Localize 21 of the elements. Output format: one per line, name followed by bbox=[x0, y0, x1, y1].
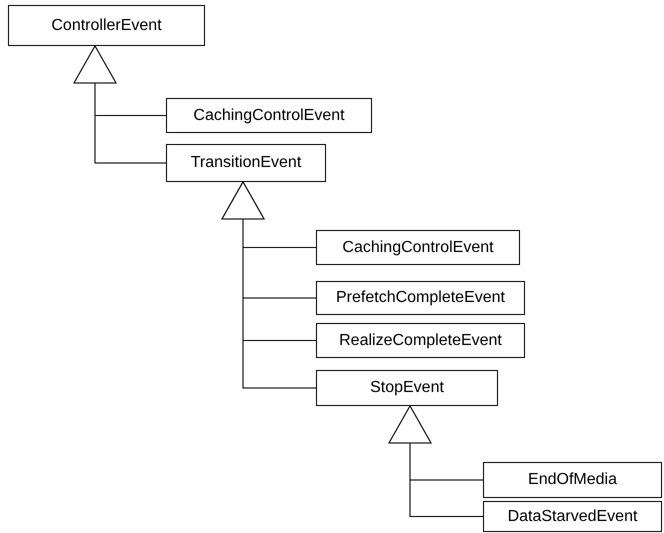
inheritance-arrow bbox=[222, 182, 316, 388]
class-box bbox=[483, 501, 662, 532]
class-box bbox=[166, 144, 326, 182]
inheritance-arrow bbox=[74, 46, 166, 164]
class-box bbox=[483, 462, 662, 498]
class-box bbox=[316, 281, 525, 315]
class-box bbox=[166, 98, 372, 133]
inheritance-arrow bbox=[388, 406, 484, 517]
class-box bbox=[8, 5, 205, 46]
class-name: StopEvent bbox=[370, 379, 444, 397]
class-name: PrefetchCompleteEvent bbox=[336, 289, 505, 307]
class-box bbox=[316, 230, 520, 265]
class-name: TransitionEvent bbox=[190, 154, 302, 172]
class-name: EndOfMedia bbox=[528, 471, 617, 489]
class-name: RealizeCompleteEvent bbox=[339, 332, 502, 350]
class-name: CachingControlEvent bbox=[342, 238, 494, 256]
class-box bbox=[316, 370, 498, 406]
class-name: CachingControlEvent bbox=[193, 106, 345, 124]
class-box bbox=[316, 323, 525, 358]
class-name: ControllerEvent bbox=[51, 16, 162, 34]
class-name: DataStarvedEvent bbox=[508, 508, 638, 526]
